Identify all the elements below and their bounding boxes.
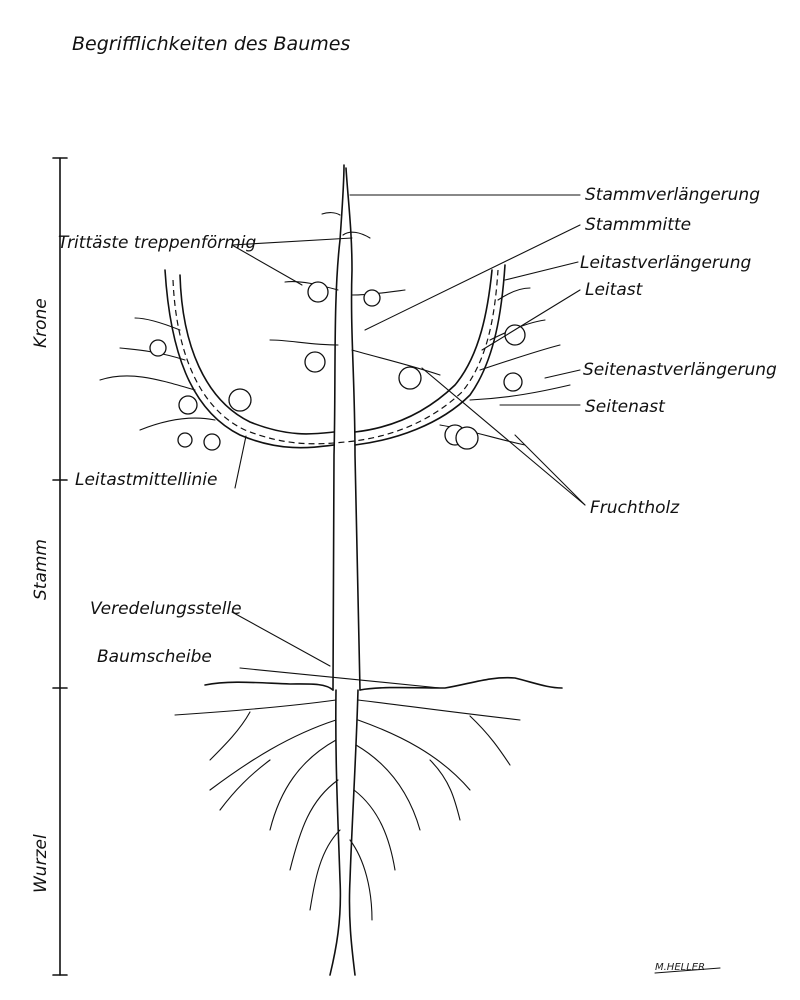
- ground-and-roots: [174, 667, 563, 976]
- trunk: [332, 164, 361, 691]
- label-stammmitte: Stammmitte: [585, 215, 691, 235]
- label-veredelungsstelle: Veredelungsstelle: [90, 599, 242, 619]
- zone-label-krone: Krone: [31, 298, 51, 348]
- label-stammverlaengerung: Stammverlängerung: [585, 185, 760, 205]
- zone-label-wurzel: Wurzel: [31, 834, 51, 893]
- label-seitenast: Seitenast: [585, 397, 666, 417]
- label-baumscheibe: Baumscheibe: [97, 647, 212, 667]
- label-fruchtholz: Fruchtholz: [590, 498, 680, 518]
- signature: M.HELLER: [655, 962, 705, 973]
- label-seitenastverlaengerung: Seitenastverlängerung: [583, 360, 777, 380]
- zone-scale: Krone Stamm Wurzel: [31, 157, 68, 976]
- zone-label-stamm: Stamm: [31, 539, 51, 600]
- label-leitastmittellinie: Leitastmittellinie: [75, 470, 217, 490]
- label-trittaeste: Trittäste treppenförmig: [58, 233, 256, 253]
- label-leitastverlaengerung: Leitastverlängerung: [580, 253, 751, 273]
- label-leitast: Leitast: [585, 280, 644, 300]
- leader-lines: [231, 194, 586, 667]
- apples: [149, 281, 526, 451]
- diagram-title: Begrifflichkeiten des Baumes: [72, 33, 350, 55]
